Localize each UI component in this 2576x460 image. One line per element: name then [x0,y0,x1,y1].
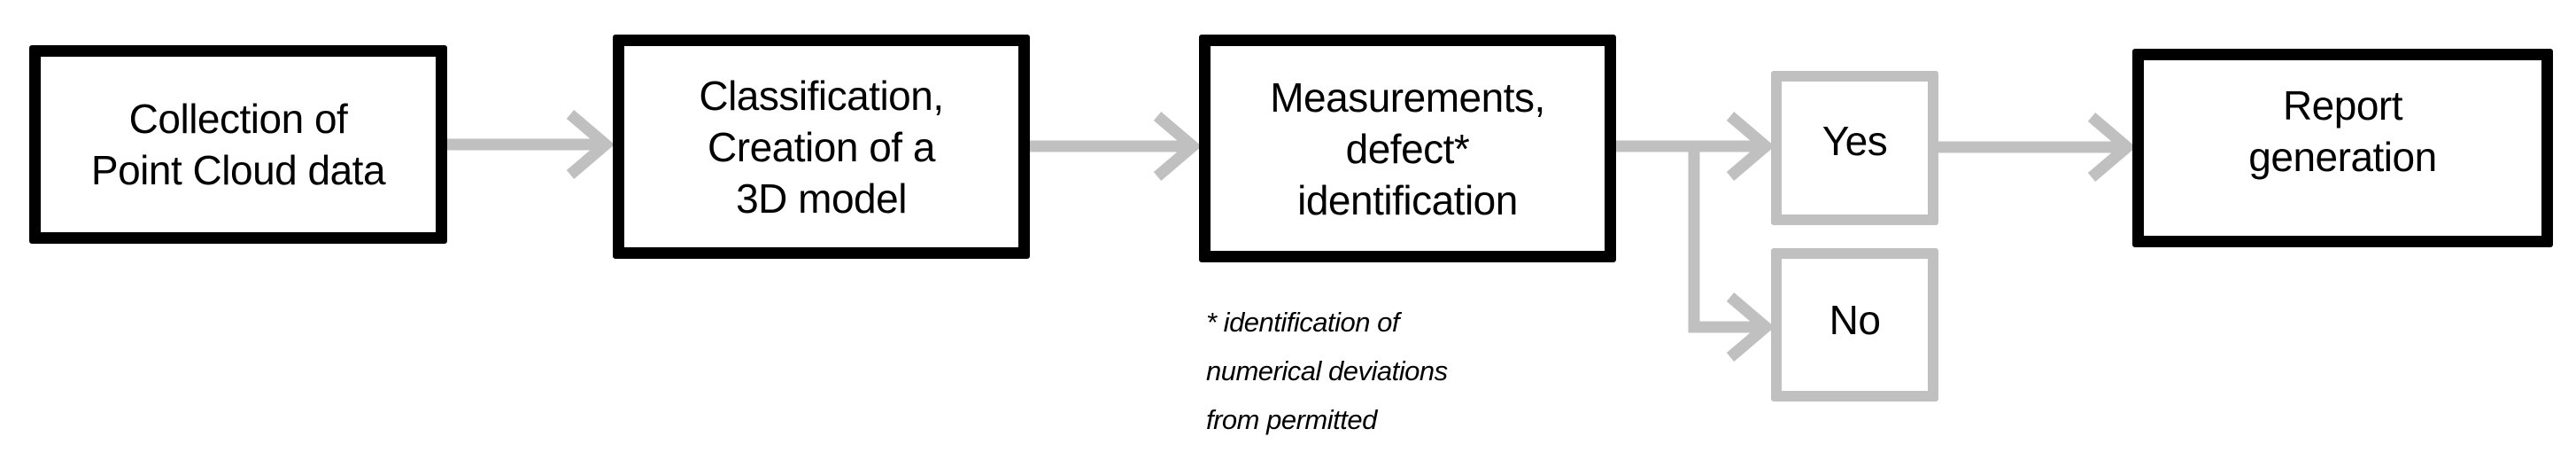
arrow-classification-to-measurements [1030,112,1203,181]
node-no: No [1771,248,1938,402]
node-measurements: Measurements, defect* identification [1199,35,1616,262]
node-report: Report generation [2132,49,2553,247]
arrow-measurements-to-no [1688,146,1775,362]
node-yes: Yes [1771,71,1938,225]
node-yes-label: Yes [1822,118,1888,164]
arrow-collection-to-classification [447,110,615,179]
node-report-label: Report generation [2248,82,2437,180]
node-collection: Collection of Point Cloud data [29,45,447,244]
node-classification-label: Classification, Creation of a 3D model [699,72,944,222]
footnote: * identification of numerical deviations… [1206,307,1448,435]
node-measurements-label: Measurements, defect* identification [1270,74,1545,223]
node-no-label: No [1829,297,1881,343]
arrow-yes-to-report [1938,113,2137,182]
node-collection-label: Collection of Point Cloud data [90,96,386,193]
node-classification: Classification, Creation of a 3D model [613,35,1030,259]
